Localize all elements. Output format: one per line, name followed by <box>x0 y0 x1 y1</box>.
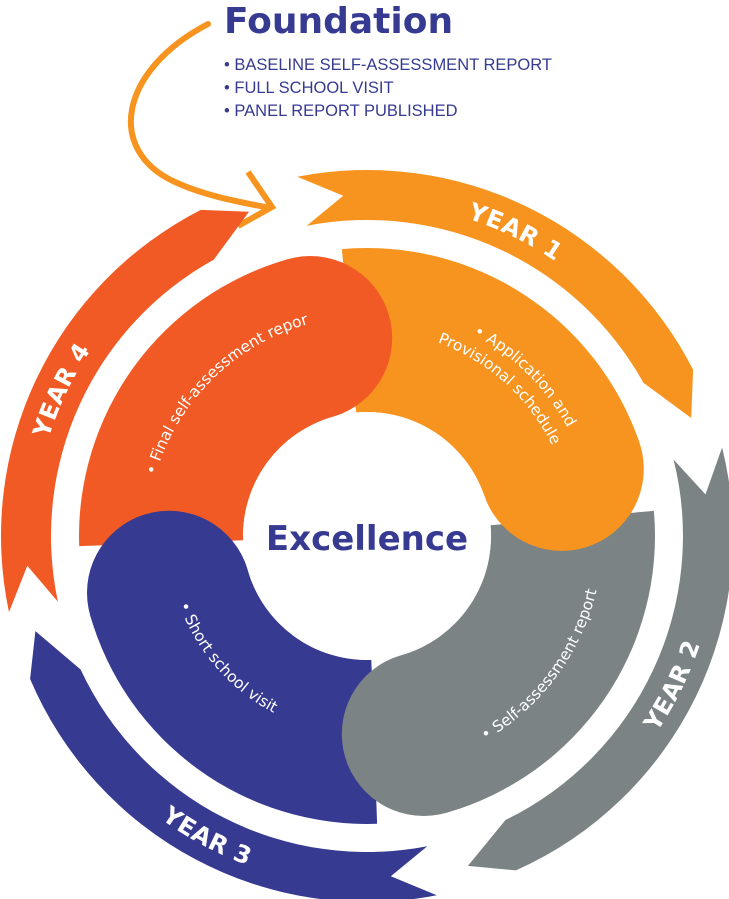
center-circle <box>243 412 491 660</box>
year-band-3 <box>30 631 437 899</box>
foundation-list: • BASELINE SELF-ASSESSMENT REPORT • FULL… <box>224 56 552 120</box>
foundation-title: Foundation <box>224 1 453 42</box>
foundation-item: • PANEL REPORT PUBLISHED <box>224 102 458 120</box>
center-label: Excellence <box>266 519 468 559</box>
entry-arrow-icon <box>127 21 277 229</box>
activity-lobe-cap-1 <box>479 386 644 551</box>
foundation-item: • FULL SCHOOL VISIT <box>224 79 394 97</box>
year-band-4 <box>0 209 250 613</box>
activity-lobe-cap-4 <box>228 256 393 420</box>
foundation-item: • BASELINE SELF-ASSESSMENT REPORT <box>224 56 552 74</box>
activity-lobe-cap-3 <box>87 510 251 675</box>
activity-lobe-cap-2 <box>341 652 506 816</box>
year-band-1 <box>297 169 694 418</box>
year-band-2 <box>467 447 729 871</box>
